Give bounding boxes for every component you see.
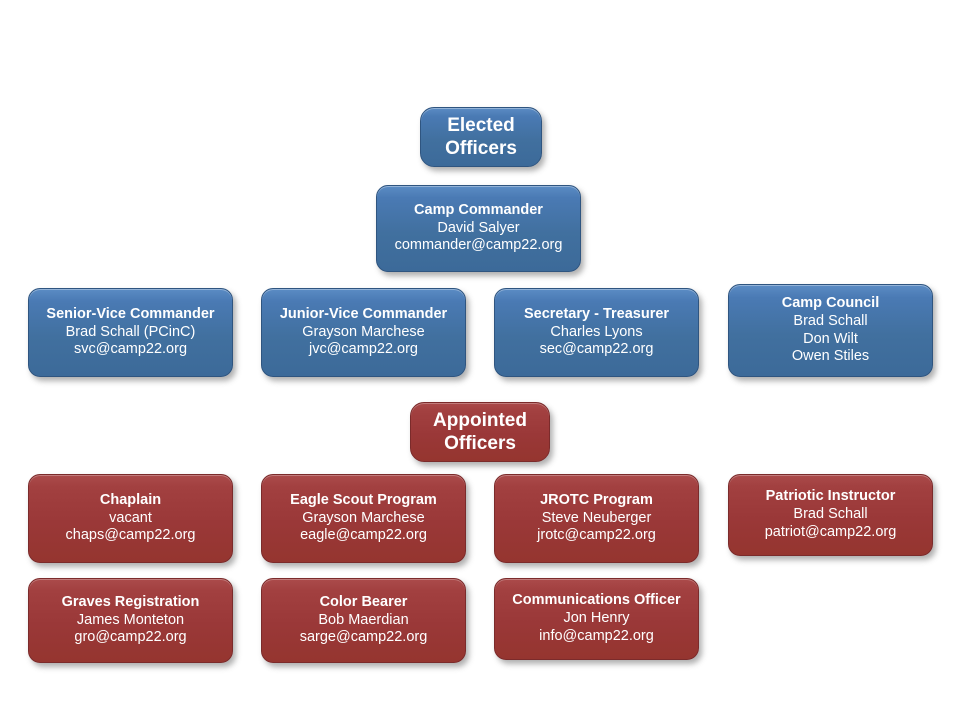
- node-graves-registration-title: Graves Registration: [61, 593, 200, 610]
- node-communications-officer[interactable]: Communications Officer Jon Henry info@ca…: [494, 578, 699, 660]
- node-junior-vice-commander-email: jvc@camp22.org: [308, 341, 418, 358]
- node-color-bearer-title: Color Bearer: [319, 593, 408, 610]
- node-jrotc-program[interactable]: JROTC Program Steve Neuberger jrotc@camp…: [494, 474, 699, 563]
- node-secretary-treasurer-email: sec@camp22.org: [539, 341, 654, 358]
- node-patriotic-instructor-name: Brad Schall: [793, 506, 868, 523]
- node-chaplain-title: Chaplain: [99, 491, 162, 508]
- node-color-bearer-name: Bob Maerdian: [318, 611, 409, 628]
- section-header-appointed-officers[interactable]: Appointed Officers: [410, 402, 550, 462]
- node-graves-registration-email: gro@camp22.org: [74, 629, 187, 646]
- node-color-bearer-email: sarge@camp22.org: [299, 629, 428, 646]
- node-communications-officer-title: Communications Officer: [512, 592, 681, 609]
- node-patriotic-instructor[interactable]: Patriotic Instructor Brad Schall patriot…: [728, 474, 933, 556]
- node-patriotic-instructor-title: Patriotic Instructor: [765, 488, 896, 505]
- node-camp-council-member-3: Owen Stiles: [791, 348, 870, 365]
- node-camp-commander-title: Camp Commander: [414, 201, 543, 218]
- node-camp-council-title: Camp Council: [781, 295, 880, 312]
- section-header-elected-officers[interactable]: Elected Officers: [420, 107, 542, 167]
- node-senior-vice-commander-name: Brad Schall (PCinC): [65, 323, 196, 340]
- node-color-bearer[interactable]: Color Bearer Bob Maerdian sarge@camp22.o…: [261, 578, 466, 663]
- node-junior-vice-commander-title: Junior-Vice Commander: [279, 305, 448, 322]
- node-senior-vice-commander-title: Senior-Vice Commander: [46, 305, 215, 322]
- node-camp-commander[interactable]: Camp Commander David Salyer commander@ca…: [376, 185, 581, 272]
- node-communications-officer-name: Jon Henry: [563, 610, 630, 627]
- node-senior-vice-commander-email: svc@camp22.org: [73, 341, 188, 358]
- section-header-appointed-line1: Appointed: [433, 409, 527, 431]
- node-secretary-treasurer[interactable]: Secretary - Treasurer Charles Lyons sec@…: [494, 288, 699, 377]
- node-chaplain[interactable]: Chaplain vacant chaps@camp22.org: [28, 474, 233, 563]
- node-eagle-scout-program[interactable]: Eagle Scout Program Grayson Marchese eag…: [261, 474, 466, 563]
- node-eagle-scout-program-name: Grayson Marchese: [302, 509, 425, 526]
- node-communications-officer-email: info@camp22.org: [539, 627, 654, 644]
- section-header-appointed-line2: Officers: [444, 433, 516, 454]
- node-graves-registration[interactable]: Graves Registration James Monteton gro@c…: [28, 578, 233, 663]
- node-junior-vice-commander[interactable]: Junior-Vice Commander Grayson Marchese j…: [261, 288, 466, 377]
- node-secretary-treasurer-title: Secretary - Treasurer: [523, 305, 670, 322]
- node-patriotic-instructor-email: patriot@camp22.org: [764, 523, 897, 540]
- node-camp-council[interactable]: Camp Council Brad Schall Don Wilt Owen S…: [728, 284, 933, 377]
- node-jrotc-program-email: jrotc@camp22.org: [537, 527, 656, 544]
- section-header-elected-line2: Officers: [445, 138, 517, 159]
- node-camp-council-member-2: Don Wilt: [803, 330, 858, 347]
- node-camp-commander-name: David Salyer: [437, 219, 520, 236]
- node-junior-vice-commander-name: Grayson Marchese: [302, 323, 425, 340]
- node-senior-vice-commander[interactable]: Senior-Vice Commander Brad Schall (PCinC…: [28, 288, 233, 377]
- section-header-elected-line1: Elected: [447, 114, 515, 136]
- node-camp-commander-email: commander@camp22.org: [394, 237, 563, 254]
- node-chaplain-name: vacant: [109, 509, 152, 526]
- node-jrotc-program-name: Steve Neuberger: [541, 509, 652, 526]
- node-graves-registration-name: James Monteton: [76, 611, 185, 628]
- node-eagle-scout-program-email: eagle@camp22.org: [300, 527, 427, 544]
- node-jrotc-program-title: JROTC Program: [540, 491, 653, 508]
- node-camp-council-member-1: Brad Schall: [793, 312, 868, 329]
- node-chaplain-email: chaps@camp22.org: [65, 527, 196, 544]
- node-eagle-scout-program-title: Eagle Scout Program: [290, 491, 437, 508]
- node-secretary-treasurer-name: Charles Lyons: [550, 323, 643, 340]
